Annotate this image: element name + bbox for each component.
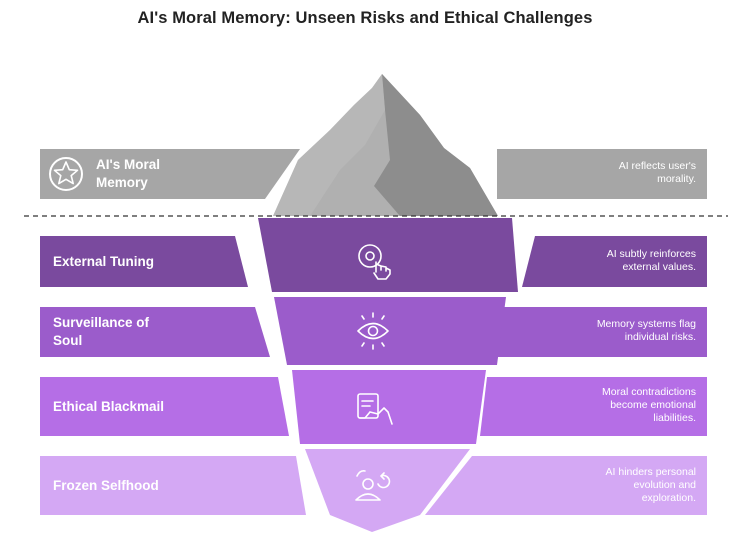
- band-left-2: [40, 307, 270, 357]
- tier-description-3: Moral contradictions become emotional li…: [602, 386, 696, 424]
- iceberg-tier-4: [305, 449, 470, 532]
- top-description: AI reflects user's morality.: [618, 160, 696, 185]
- tier-description-2: Memory systems flag individual risks.: [596, 318, 696, 343]
- star-icon: [49, 157, 83, 191]
- band-right-3: [480, 377, 707, 436]
- iceberg-tier-1: [258, 218, 518, 292]
- person-refresh-icon: [355, 470, 391, 501]
- page-title: AI's Moral Memory: Unseen Risks and Ethi…: [137, 9, 593, 27]
- touch-disc-icon: [358, 244, 391, 280]
- iceberg-tip-shadow: [374, 74, 498, 216]
- tier-label-1: External Tuning: [53, 254, 155, 269]
- band-left-4: [40, 456, 306, 515]
- tier-description-4: AI hinders personal evolution and explor…: [605, 466, 696, 504]
- band-left-1: [40, 236, 248, 287]
- tier-label-3: Ethical Blackmail: [53, 399, 165, 414]
- top-band-left: [40, 149, 300, 199]
- top-band-right: [497, 149, 707, 199]
- band-right-4: [425, 456, 707, 515]
- band-right-1: [522, 236, 707, 287]
- iceberg-tier-2: [274, 297, 506, 365]
- tier-label-2: Surveillance of Soul: [53, 315, 150, 348]
- document-hand-icon: [357, 393, 393, 425]
- eye-icon: [357, 312, 389, 350]
- iceberg-tip-highlight: [273, 74, 385, 216]
- iceberg-tier-3: [292, 370, 486, 444]
- tier-label-4: Frozen Selfhood: [53, 478, 159, 493]
- tier-description-1: AI subtly reinforces external values.: [606, 248, 696, 273]
- top-label: AI's Moral Memory: [96, 157, 160, 190]
- band-left-3: [40, 377, 289, 436]
- band-right-2: [493, 307, 707, 357]
